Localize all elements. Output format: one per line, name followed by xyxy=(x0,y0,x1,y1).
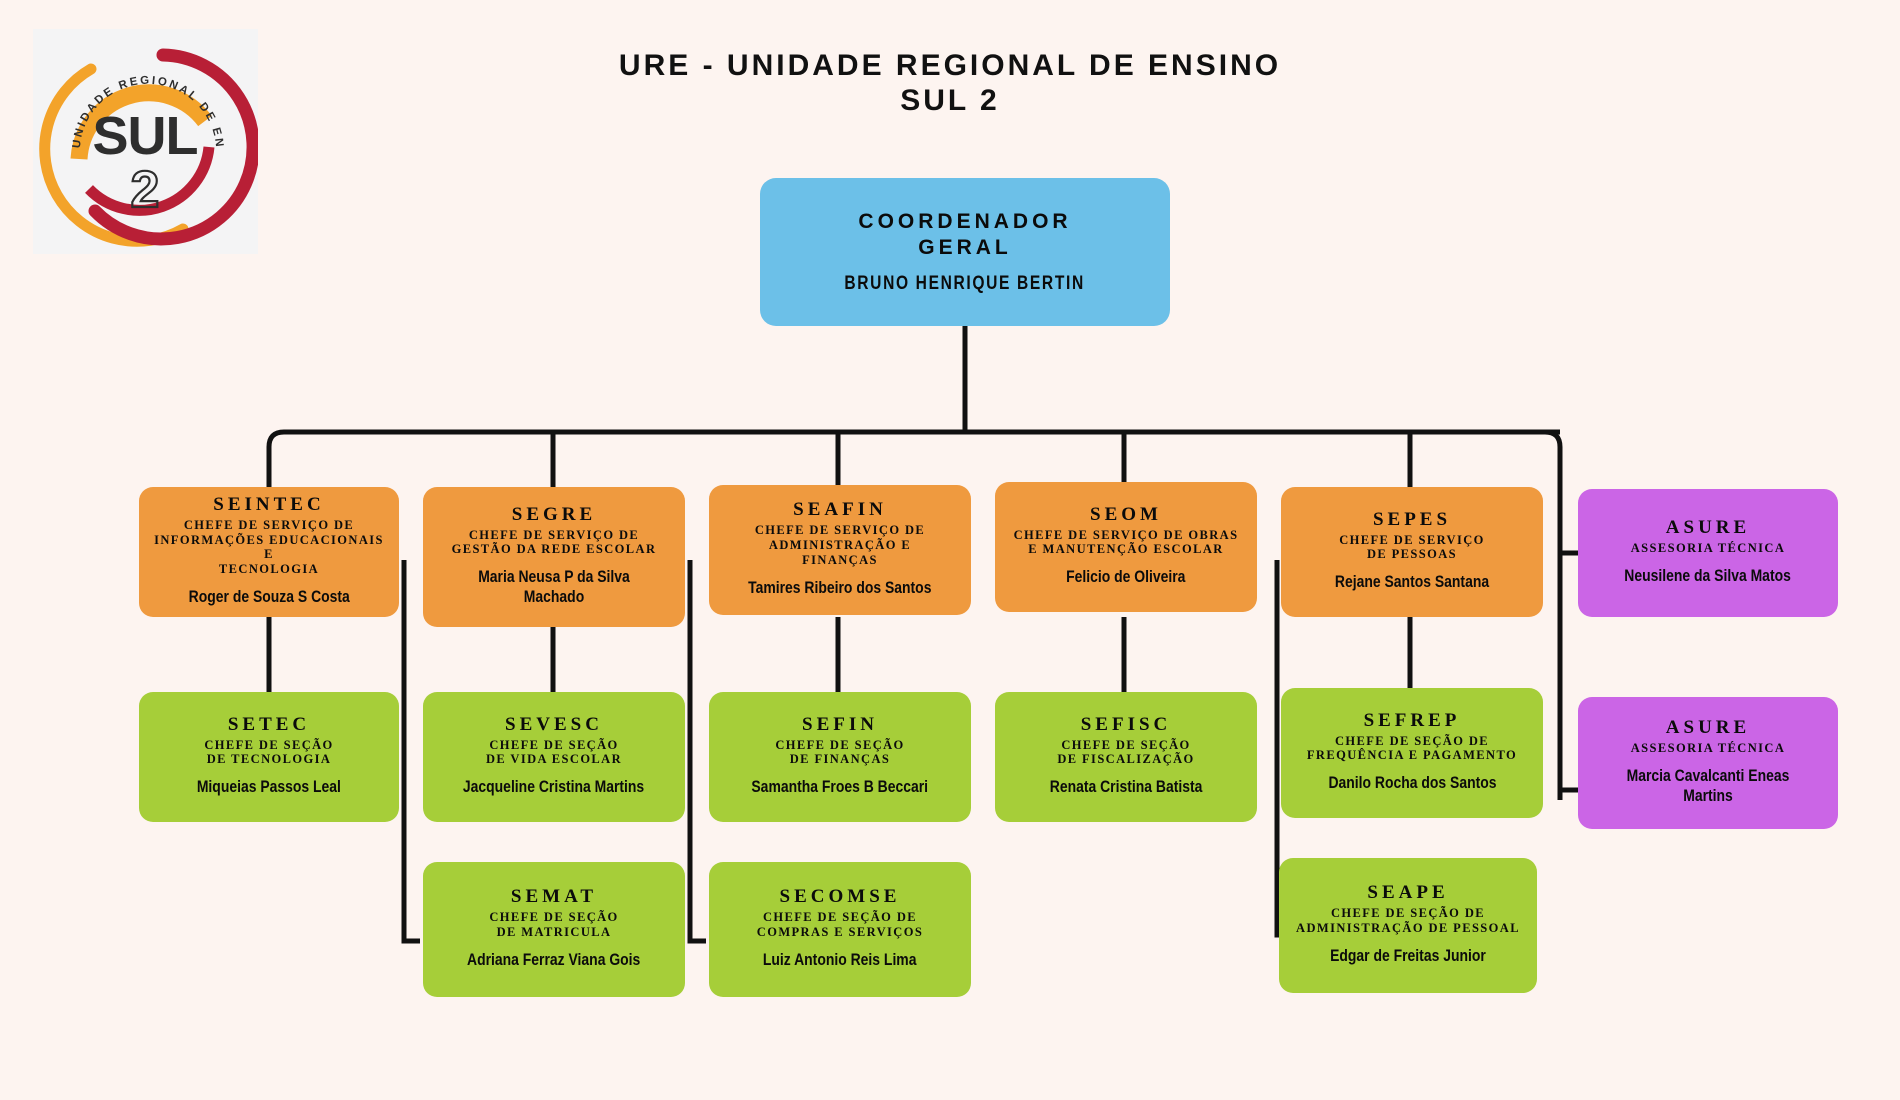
node-sevesc[interactable]: SEVESC CHEFE DE SEÇÃO DE VIDA ESCOLAR Ja… xyxy=(423,692,685,822)
node-person: Samantha Froes B Beccari xyxy=(751,777,929,797)
node-code-line2: GERAL xyxy=(918,235,1012,259)
node-person: Jacqueline Cristina Martins xyxy=(463,777,645,797)
node-person: BRUNO HENRIQUE BERTIN xyxy=(844,273,1086,295)
node-sefin[interactable]: SEFIN CHEFE DE SEÇÃO DE FINANÇAS Samanth… xyxy=(709,692,971,822)
node-role-line2: ADMINISTRAÇÃO E xyxy=(768,538,912,553)
node-role-line1: CHEFE DE SERVIÇO DE xyxy=(183,517,355,532)
node-role: CHEFE DE SEÇÃO DE VIDA ESCOLAR xyxy=(486,738,622,768)
node-role: CHEFE DE SERVIÇO DE GESTÃO DA REDE ESCOL… xyxy=(452,528,657,558)
node-seafin[interactable]: SEAFIN CHEFE DE SERVIÇO DE ADMINISTRAÇÃO… xyxy=(709,485,971,615)
node-seom[interactable]: SEOM CHEFE DE SERVIÇO DE OBRAS E MANUTEN… xyxy=(995,482,1257,612)
node-code: SEINTEC xyxy=(213,494,325,516)
node-setec[interactable]: SETEC CHEFE DE SEÇÃO DE TECNOLOGIA Mique… xyxy=(139,692,399,822)
node-person: Renata Cristina Batista xyxy=(1049,777,1203,797)
node-person: Felicio de Oliveira xyxy=(1066,567,1186,587)
node-role: CHEFE DE SEÇÃO DE FREQUÊNCIA E PAGAMENTO xyxy=(1307,734,1517,764)
node-role: CHEFE DE SEÇÃO DE COMPRAS E SERVIÇOS xyxy=(757,910,923,940)
page-title-line1: URE - UNIDADE REGIONAL DE ENSINO xyxy=(618,49,1282,82)
node-code: COORDENADOR GERAL xyxy=(858,209,1071,262)
node-secomse[interactable]: SECOMSE CHEFE DE SEÇÃO DE COMPRAS E SERV… xyxy=(709,862,971,997)
logo-number-2: 2 xyxy=(131,161,160,219)
node-code: SEOM xyxy=(1090,503,1162,525)
node-role: CHEFE DE SERVIÇO DE OBRAS E MANUTENÇÃO E… xyxy=(1014,528,1239,558)
node-person: Marcia Cavalcanti Eneas Martins xyxy=(1626,765,1790,805)
node-role-line2: DE FISCALIZAÇÃO xyxy=(1057,752,1195,767)
node-role-line1: CHEFE DE SEÇÃO DE xyxy=(762,910,917,925)
node-role-line1: CHEFE DE SEÇÃO xyxy=(489,910,619,925)
node-code: SEMAT xyxy=(510,886,598,908)
node-role: CHEFE DE SEÇÃO DE TECNOLOGIA xyxy=(204,738,333,768)
page-title-line2: SUL 2 xyxy=(900,84,1000,118)
node-code: SEFREP xyxy=(1363,709,1461,731)
node-role-line2: DE TECNOLOGIA xyxy=(206,752,332,767)
node-role-line2: COMPRAS E SERVIÇOS xyxy=(756,924,924,939)
node-code: SEFIN xyxy=(802,713,878,735)
logo-word-sul: SUL xyxy=(93,106,198,166)
node-role-line2: DE FINANÇAS xyxy=(789,752,891,767)
node-code: SEAFIN xyxy=(793,499,887,521)
node-role-line3: FINANÇAS xyxy=(802,552,878,567)
node-segre[interactable]: SEGRE CHEFE DE SERVIÇO DE GESTÃO DA REDE… xyxy=(423,487,685,627)
node-role: CHEFE DE SEÇÃO DE ADMINISTRAÇÃO DE PESSO… xyxy=(1296,906,1520,936)
node-asure-2[interactable]: ASURE ASSESORIA TÉCNICA Marcia Cavalcant… xyxy=(1578,697,1838,829)
node-role-line1: CHEFE DE SEÇÃO xyxy=(489,737,619,752)
node-role-line1: CHEFE DE SEÇÃO DE xyxy=(1334,733,1490,748)
node-person: Roger de Souza S Costa xyxy=(188,586,350,606)
ure-sul2-logo: UNIDADE REGIONAL DE ENSINO SUL 2 xyxy=(33,29,258,254)
node-role-line1: CHEFE DE SERVIÇO xyxy=(1339,532,1485,547)
node-role-line2: E MANUTENÇÃO ESCOLAR xyxy=(1028,542,1224,557)
node-role-line3: TECNOLOGIA xyxy=(218,562,320,577)
node-role: ASSESORIA TÉCNICA xyxy=(1630,541,1786,556)
node-sefrep[interactable]: SEFREP CHEFE DE SEÇÃO DE FREQUÊNCIA E PA… xyxy=(1281,688,1543,818)
node-code-line1: COORDENADOR xyxy=(858,209,1072,233)
node-role: CHEFE DE SERVIÇO DE PESSOAS xyxy=(1339,533,1485,563)
node-person: Rejane Santos Santana xyxy=(1334,572,1490,592)
node-code: SEPES xyxy=(1372,508,1452,530)
node-code: SETEC xyxy=(227,713,311,735)
node-role-line2: GESTÃO DA REDE ESCOLAR xyxy=(451,542,657,557)
node-code: SEFISC xyxy=(1080,713,1172,735)
node-role-line1: CHEFE DE SERVIÇO DE xyxy=(754,523,926,538)
node-role-line1: CHEFE DE SEÇÃO xyxy=(775,737,905,752)
node-role-line1: CHEFE DE SERVIÇO DE xyxy=(468,527,640,542)
node-role: CHEFE DE SERVIÇO DE ADMINISTRAÇÃO E FINA… xyxy=(755,523,925,567)
node-role: CHEFE DE SERVIÇO DE INFORMAÇÕES EDUCACIO… xyxy=(151,518,387,577)
node-person: Tamires Ribeiro dos Santos xyxy=(748,577,932,597)
node-sefisc[interactable]: SEFISC CHEFE DE SEÇÃO DE FISCALIZAÇÃO Re… xyxy=(995,692,1257,822)
node-person: Neusilene da Silva Matos xyxy=(1624,565,1792,585)
node-code: SEVESC xyxy=(505,713,603,735)
node-person: Miqueias Passos Leal xyxy=(196,777,342,797)
node-role-line1: CHEFE DE SERVIÇO DE OBRAS xyxy=(1013,527,1239,542)
node-role-line2: DE PESSOAS xyxy=(1366,547,1458,562)
node-role: ASSESORIA TÉCNICA xyxy=(1630,741,1786,756)
node-role-line2: ADMINISTRAÇÃO DE PESSOAL xyxy=(1296,920,1520,935)
node-person: Edgar de Freitas Junior xyxy=(1330,945,1486,965)
node-code: SEAPE xyxy=(1367,882,1449,904)
node-role: CHEFE DE SEÇÃO DE MATRICULA xyxy=(489,910,618,940)
node-role-line1: CHEFE DE SEÇÃO DE xyxy=(1330,906,1485,921)
node-seintec[interactable]: SEINTEC CHEFE DE SERVIÇO DE INFORMAÇÕES … xyxy=(139,487,399,617)
node-role-line1: CHEFE DE SEÇÃO xyxy=(1061,737,1191,752)
node-semat[interactable]: SEMAT CHEFE DE SEÇÃO DE MATRICULA Adrian… xyxy=(423,862,685,997)
node-code: SEGRE xyxy=(511,503,597,525)
node-asure-1[interactable]: ASURE ASSESORIA TÉCNICA Neusilene da Sil… xyxy=(1578,489,1838,617)
node-code: SECOMSE xyxy=(779,886,901,908)
node-role-line2: INFORMAÇÕES EDUCACIONAIS E xyxy=(154,532,384,562)
node-seape[interactable]: SEAPE CHEFE DE SEÇÃO DE ADMINISTRAÇÃO DE… xyxy=(1279,858,1537,993)
node-person: Maria Neusa P da Silva Machado xyxy=(478,567,630,607)
node-code: ASURE xyxy=(1665,717,1751,739)
node-role-line2: DE MATRICULA xyxy=(496,924,612,939)
node-person: Luiz Antonio Reis Lima xyxy=(763,949,917,969)
node-role-line2: DE VIDA ESCOLAR xyxy=(485,752,623,767)
node-sepes[interactable]: SEPES CHEFE DE SERVIÇO DE PESSOAS Rejane… xyxy=(1281,487,1543,617)
node-coordenador-geral[interactable]: COORDENADOR GERAL BRUNO HENRIQUE BERTIN xyxy=(760,178,1170,326)
node-role: CHEFE DE SEÇÃO DE FINANÇAS xyxy=(775,738,904,768)
node-person: Danilo Rocha dos Santos xyxy=(1327,773,1497,793)
page-title: URE - UNIDADE REGIONAL DE ENSINO SUL 2 xyxy=(500,48,1400,119)
node-person: Adriana Ferraz Viana Gois xyxy=(467,949,641,969)
node-code: ASURE xyxy=(1665,517,1751,539)
node-role-line2: FREQUÊNCIA E PAGAMENTO xyxy=(1306,748,1518,763)
node-role: CHEFE DE SEÇÃO DE FISCALIZAÇÃO xyxy=(1057,738,1194,768)
node-role-line1: CHEFE DE SEÇÃO xyxy=(204,737,334,752)
